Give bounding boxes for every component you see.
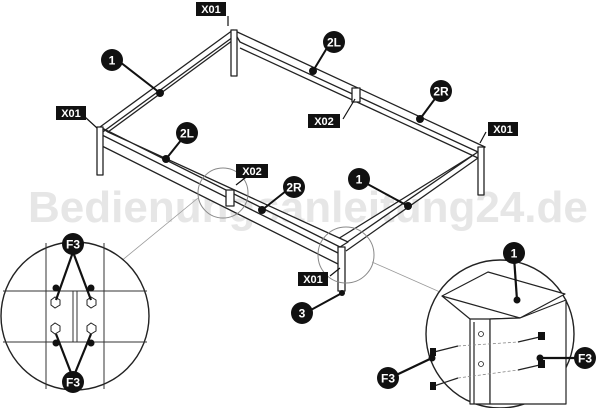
f3-bottom-label: F3: [66, 376, 80, 390]
f3-left-label: F3: [381, 372, 395, 386]
leg-right: [477, 146, 485, 196]
left-rail: [99, 29, 241, 133]
part-2r-front-badge: 2R: [283, 176, 305, 198]
part-1-right-badge: 1: [348, 168, 370, 190]
detail-left: F3 F3: [0, 233, 150, 393]
joiner-plate-back: [351, 87, 361, 103]
leg-left: [96, 126, 104, 176]
part-3-label: 3: [299, 307, 306, 321]
f3-right-badge: F3: [574, 347, 596, 369]
detail-circle-joint: [197, 167, 249, 219]
x01-right-label: X01: [493, 124, 513, 136]
f3-right-label: F3: [578, 352, 592, 366]
x02-lower-label: X02: [242, 166, 262, 178]
f3-left-badge: F3: [377, 367, 399, 389]
x01-bottom-label: X01: [303, 274, 323, 286]
hex-bolt-icon: [50, 296, 97, 335]
detail-circle-corner: [317, 226, 375, 284]
f3-top-badge: F3: [62, 233, 84, 255]
x01-left-label: X01: [61, 108, 81, 120]
part-1-left-label: 1: [109, 54, 116, 68]
part-2l-top-label: 2L: [327, 36, 341, 50]
joiner-plate-front: [225, 189, 235, 207]
part-2l-front-label: 2L: [180, 127, 194, 141]
part-1-left-badge: 1: [101, 49, 123, 71]
f3-top-label: F3: [66, 238, 80, 252]
x02-upper-callout: X02: [308, 114, 340, 128]
x02-upper-label: X02: [314, 116, 334, 128]
part-2r-front-label: 2R: [286, 181, 302, 195]
x01-top-callout: X01: [196, 2, 226, 16]
part-2r-back-label: 2R: [433, 85, 449, 99]
x01-left-callout: X01: [56, 106, 86, 120]
x01-bottom-callout: X01: [298, 272, 328, 286]
f3-bottom-badge: F3: [62, 371, 84, 393]
part-2l-front-badge: 2L: [176, 122, 198, 144]
leg-back: [230, 29, 238, 77]
part-1-right-label: 1: [356, 173, 363, 187]
x01-right-callout: X01: [488, 122, 518, 136]
detail-part-1-label: 1: [511, 247, 518, 261]
part-3-badge: 3: [291, 302, 313, 324]
x02-lower-callout: X02: [236, 164, 268, 178]
x01-top-label: X01: [201, 4, 221, 16]
part-2r-back-badge: 2R: [430, 80, 452, 102]
bed-frame: [96, 29, 486, 292]
part-2l-top-badge: 2L: [323, 31, 345, 53]
detail-part-1-badge: 1: [503, 242, 525, 264]
detail-right: 1 F3 F3: [377, 242, 596, 408]
